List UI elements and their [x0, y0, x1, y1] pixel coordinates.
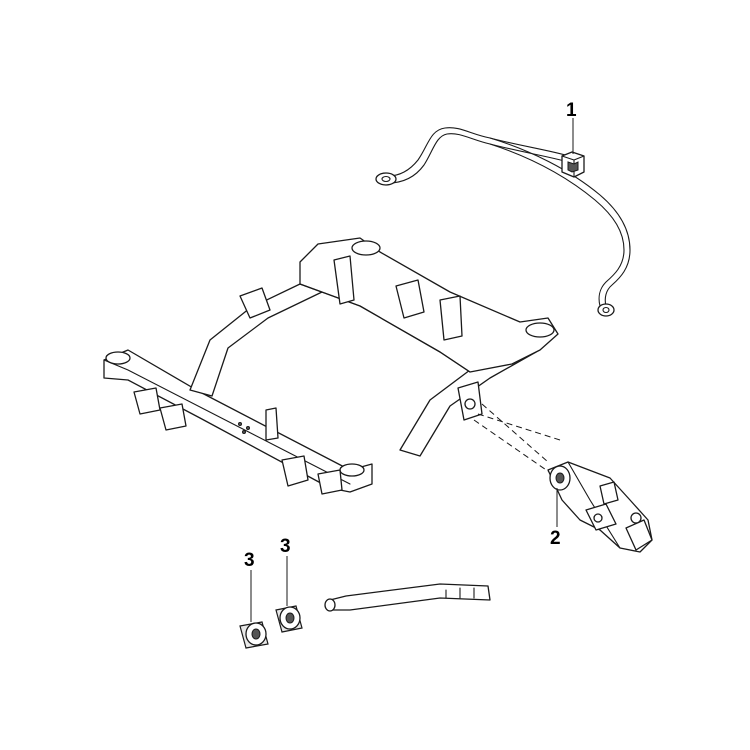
shaft [324, 583, 491, 612]
subframe [103, 237, 559, 495]
bar-end-eye-left [375, 172, 397, 186]
mount-boss-rear-left [351, 240, 381, 256]
rear-bracket-center [395, 279, 425, 319]
front-bracket [265, 407, 279, 441]
callout-2: 2 [550, 528, 561, 549]
callout-3a: 3 [244, 550, 255, 571]
assembly-guide-lines [473, 403, 561, 475]
callout-1: 1 [566, 100, 577, 121]
left-mount-tab [239, 287, 271, 319]
mount-boss-front-right [339, 463, 365, 477]
callout-3b: 3 [280, 536, 291, 557]
rear-bracket-right [439, 295, 463, 341]
rear-bracket-left [333, 255, 355, 305]
mount-boss-rear-right [525, 322, 555, 338]
mount-boss-front-left [105, 351, 131, 365]
bar-end-eye-right [597, 303, 615, 317]
lower-mount-left [133, 387, 161, 415]
bushing-left [239, 621, 269, 649]
bushing-right [275, 605, 303, 633]
stabilizer-bar [375, 127, 631, 317]
lower-mount-right [281, 455, 309, 487]
lower-control-arm [547, 461, 653, 553]
stabilizer-bushing [561, 151, 585, 178]
